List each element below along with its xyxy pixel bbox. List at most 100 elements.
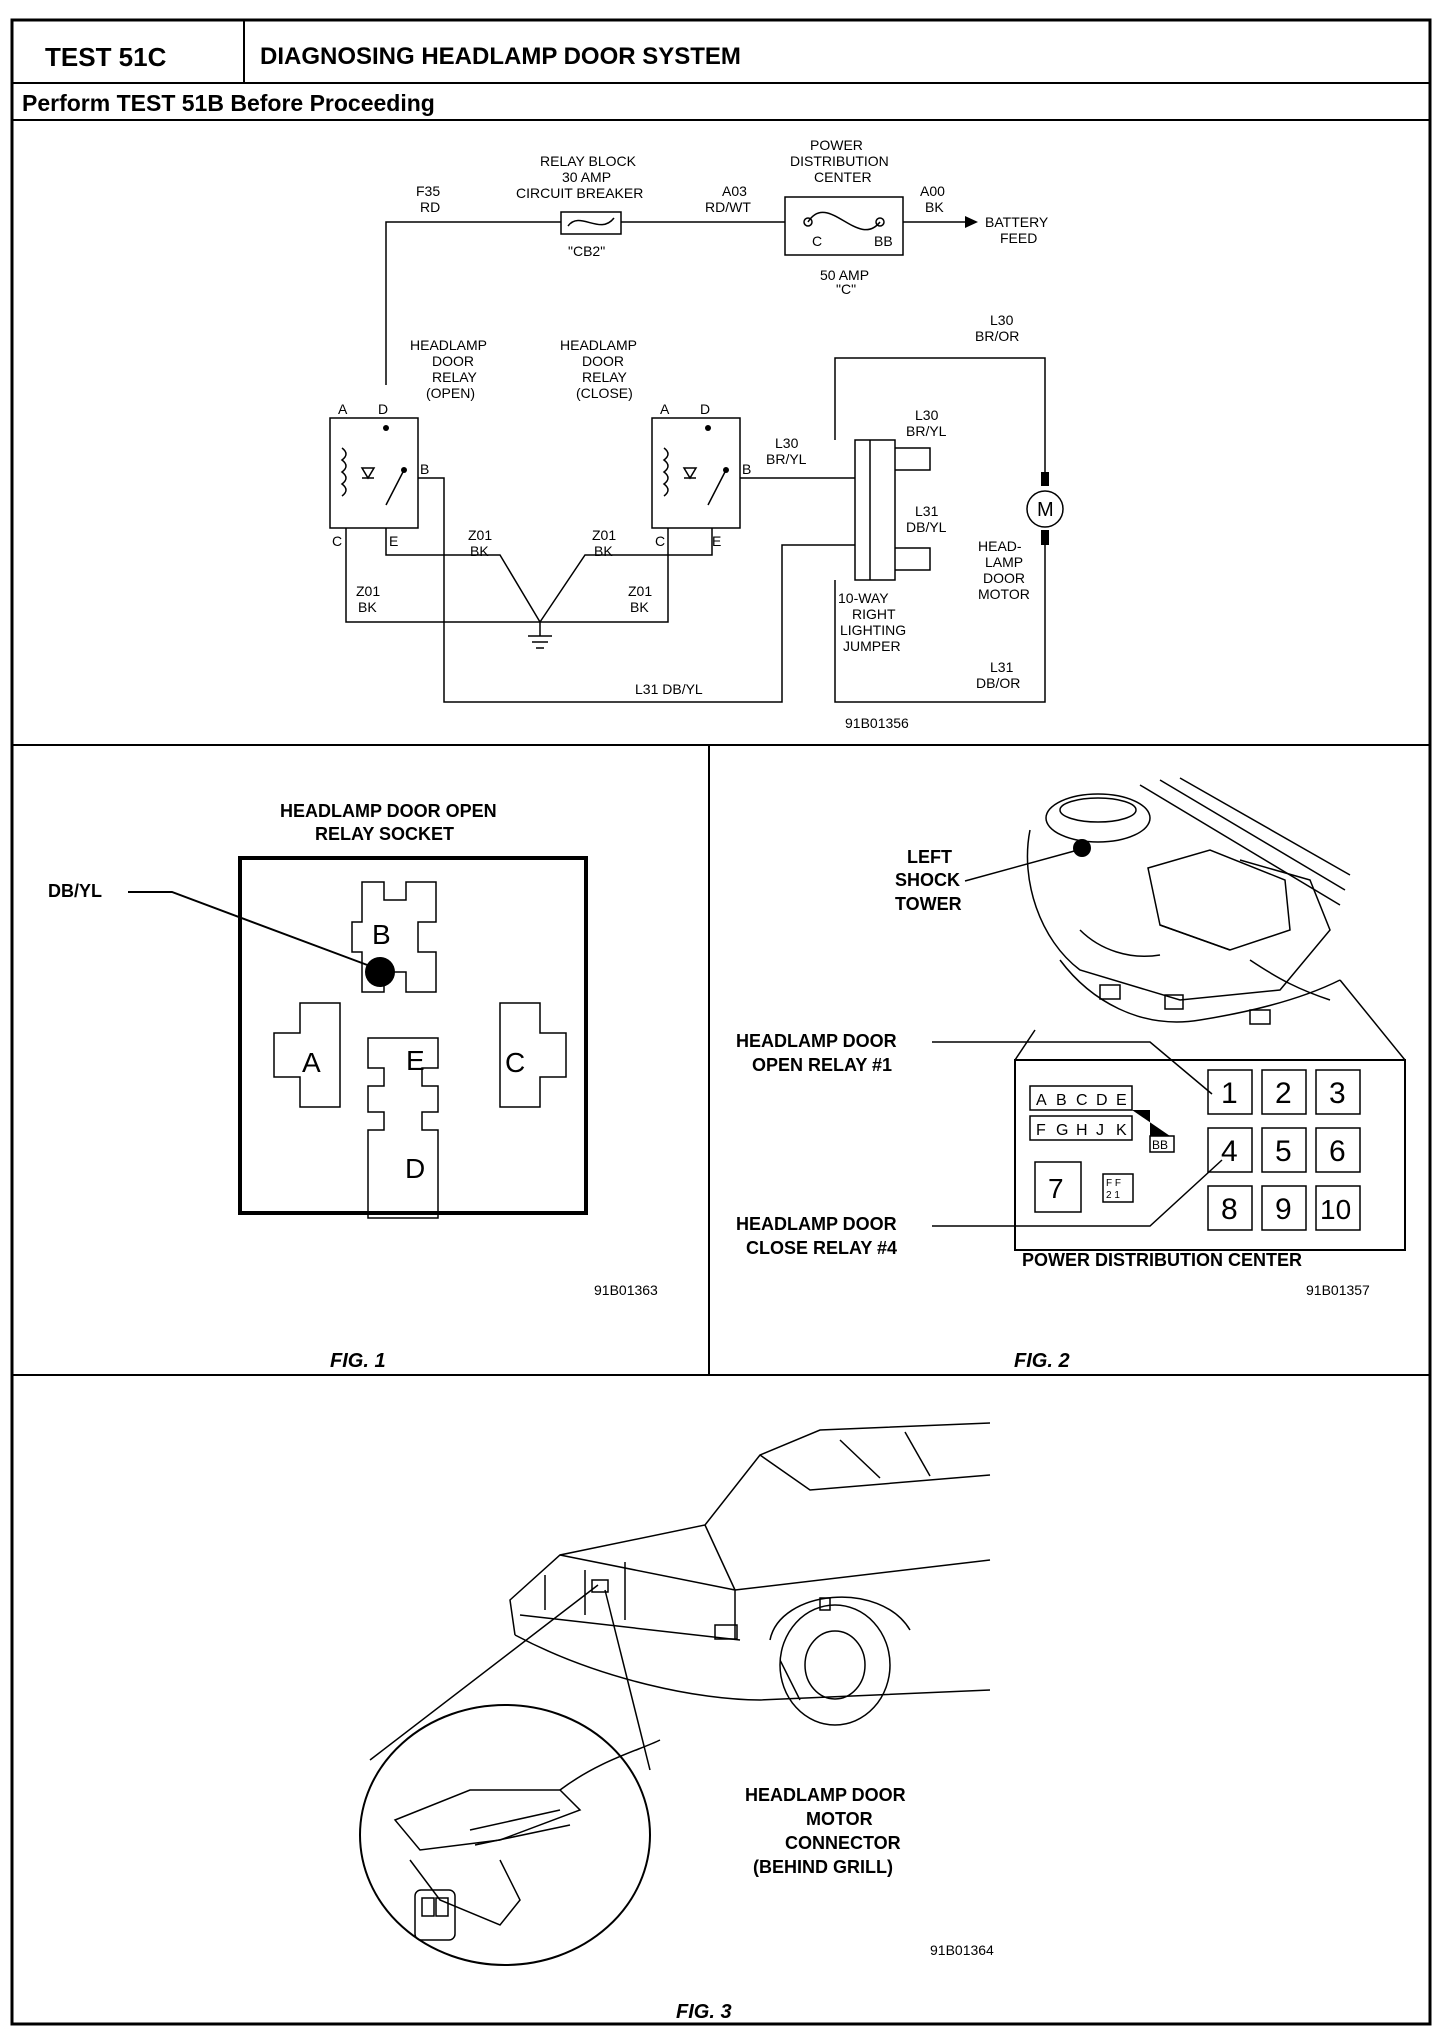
label-circuit-breaker: CIRCUIT BREAKER <box>516 185 643 201</box>
label-jumper-4: JUMPER <box>843 638 901 654</box>
close-relay-pin-d <box>705 425 711 431</box>
wire-z01-open-c <box>345 528 540 623</box>
terminal-d-label: D <box>405 1153 425 1184</box>
label-fuse-c: C <box>812 233 822 249</box>
close-relay-pin-b <box>723 467 729 473</box>
label-open-relay-3: RELAY <box>432 369 478 385</box>
magnifier-line-left <box>369 1584 599 1761</box>
label-close-relay-3: RELAY <box>582 369 628 385</box>
label-bk-b: BK <box>594 543 613 559</box>
label-feed: FEED <box>1000 230 1037 246</box>
open-relay-coil <box>340 447 347 497</box>
fig2-left: LEFT <box>907 847 952 867</box>
label-battery: BATTERY <box>985 214 1049 230</box>
fig1-ref: 91B01363 <box>594 1282 658 1298</box>
fig2-caption: FIG. 2 <box>1014 1350 1070 1372</box>
relay-6-box <box>1315 1127 1361 1173</box>
fig2-pdc-location: LEFT SHOCK TOWER A B C D E F G H J K BB … <box>736 777 1406 1372</box>
label-pdc-1: POWER <box>810 137 863 153</box>
label-motor-3: DOOR <box>983 570 1025 586</box>
close-relay-leader <box>932 1159 1223 1227</box>
close-pin-a: A <box>660 401 670 417</box>
connector-magnifier <box>359 1704 651 1966</box>
close-relay-switch <box>707 469 727 506</box>
wire-l30-bror <box>834 357 1046 472</box>
label-z01-c: Z01 <box>356 583 380 599</box>
label-open-relay-1: HEADLAMP <box>410 337 487 353</box>
relay-7-label: 7 <box>1048 1173 1064 1204</box>
label-jumper-3: LIGHTING <box>840 622 906 638</box>
fig1-title-2: RELAY SOCKET <box>315 824 454 844</box>
fuse-e: E <box>1116 1092 1127 1109</box>
label-jumper-2: RIGHT <box>852 606 896 622</box>
car-sketch <box>509 1422 991 1726</box>
label-rd: RD <box>420 199 440 215</box>
fig2-pdc-label: POWER DISTRIBUTION CENTER <box>1022 1250 1302 1270</box>
close-pin-c: C <box>655 533 665 549</box>
relay-4-label: 4 <box>1221 1135 1238 1168</box>
open-relay-diode <box>360 467 376 480</box>
relay-2-box <box>1261 1069 1307 1115</box>
close-pin-d: D <box>700 401 710 417</box>
wire-z01-close-c <box>540 528 669 623</box>
db-yl-wire-dot <box>365 957 395 987</box>
terminal-a-label: A <box>302 1047 321 1078</box>
label-50amp: 50 AMP <box>820 267 869 283</box>
fuse-k: K <box>1116 1122 1127 1139</box>
jumper-loop-l30 <box>895 447 931 471</box>
label-close-relay-1: HEADLAMP <box>560 337 637 353</box>
label-pdc-3: CENTER <box>814 169 872 185</box>
fuse-terminal-c <box>803 217 813 227</box>
label-bror: BR/OR <box>975 328 1019 344</box>
label-bk-c: BK <box>358 599 377 615</box>
relay-7-box <box>1034 1161 1082 1213</box>
fig2-close-1: HEADLAMP DOOR <box>736 1214 897 1234</box>
close-pin-e: E <box>712 533 721 549</box>
label-z01-d: Z01 <box>628 583 652 599</box>
fuse-bb-label: BB <box>1152 1138 1168 1152</box>
label-relay-block: RELAY BLOCK <box>540 153 637 169</box>
relay-9-box <box>1261 1185 1307 1231</box>
relay-5-box <box>1261 1127 1307 1173</box>
motor-terminal-bottom <box>1041 530 1049 545</box>
open-pin-b: B <box>420 461 429 477</box>
label-dbor: DB/OR <box>976 675 1020 691</box>
label-bk-d: BK <box>630 599 649 615</box>
relay-3-label: 3 <box>1329 1077 1346 1110</box>
fig1-title-1: HEADLAMP DOOR OPEN <box>280 801 497 821</box>
fig1-leader <box>128 891 371 967</box>
relay-5-label: 5 <box>1275 1135 1292 1168</box>
pdc-fuse-box <box>784 196 904 256</box>
breaker-element <box>567 217 615 227</box>
pdc-callout-right <box>1339 979 1406 1061</box>
close-relay-coil <box>662 447 669 497</box>
open-relay-pin-b <box>401 467 407 473</box>
ff-box <box>1102 1173 1134 1203</box>
wiring-schematic: F35 RD RELAY BLOCK 30 AMP CIRCUIT BREAKE… <box>329 137 1064 731</box>
label-close-relay-2: DOOR <box>582 353 624 369</box>
terminal-e-d <box>367 1037 439 1219</box>
label-pdc-2: DISTRIBUTION <box>790 153 889 169</box>
label-motor-1: HEAD- <box>978 538 1022 554</box>
jumper-loop-l31 <box>895 547 931 571</box>
open-relay-box <box>329 417 419 529</box>
wire-l31-dbor <box>834 545 1046 703</box>
motor-terminal-top <box>1041 472 1049 486</box>
open-pin-d: D <box>378 401 388 417</box>
socket-frame <box>238 856 588 1215</box>
label-l30-a: L30 <box>775 435 799 451</box>
fig1-caption: FIG. 1 <box>330 1350 386 1372</box>
label-f35: F35 <box>416 183 440 199</box>
relay-1-label: 1 <box>1221 1077 1238 1110</box>
fig3-ref: 91B01364 <box>930 1942 994 1958</box>
shock-tower-dot <box>1073 839 1091 857</box>
battery-arrow <box>965 216 978 228</box>
label-open-relay-2: DOOR <box>432 353 474 369</box>
fuse-f: F <box>1036 1122 1046 1139</box>
fuse-row-bottom <box>1029 1110 1175 1153</box>
connector-detail <box>393 1739 661 1941</box>
label-z01-a: Z01 <box>468 527 492 543</box>
fuse-50amp-element <box>807 211 881 231</box>
